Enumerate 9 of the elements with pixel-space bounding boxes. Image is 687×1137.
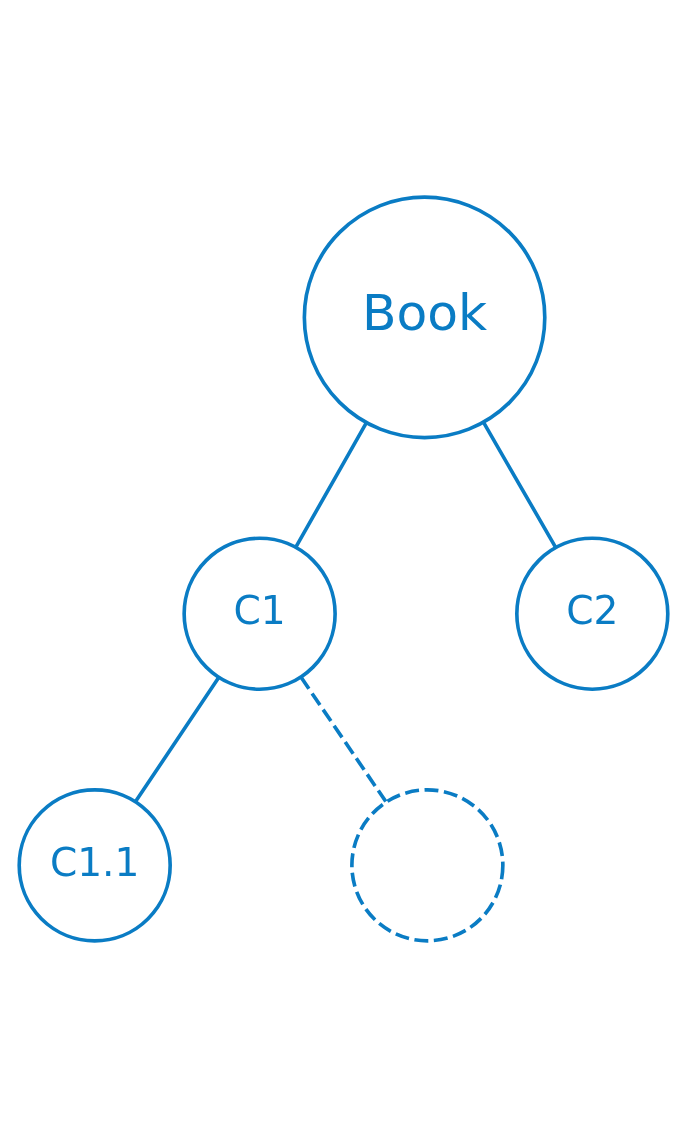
connector xyxy=(294,421,368,548)
node-circle xyxy=(350,787,505,943)
connector xyxy=(134,675,221,803)
connector xyxy=(482,421,558,548)
node-circle: C2 xyxy=(515,535,670,691)
node-circle: C1.1 xyxy=(17,787,172,943)
node-circle: Book xyxy=(302,194,547,439)
connector xyxy=(299,675,388,803)
node-circle: C1 xyxy=(182,535,337,691)
